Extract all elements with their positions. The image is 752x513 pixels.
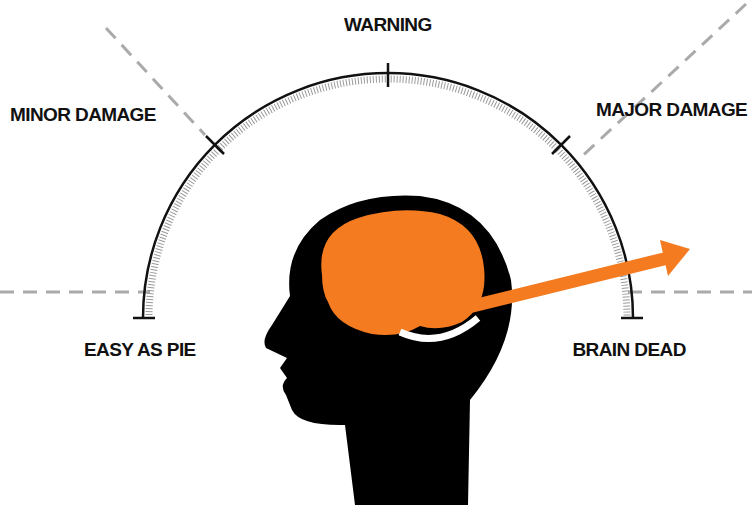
gauge-tick: [552, 136, 570, 154]
gauge-needle: [432, 258, 668, 316]
gauge-tick: [133, 317, 155, 320]
scale-label: WARNING: [344, 14, 432, 36]
scale-label: MINOR DAMAGE: [10, 104, 156, 126]
gauge-tick: [621, 317, 643, 320]
needle-head: [660, 240, 690, 276]
guide-line: [0, 291, 150, 294]
gauge-tick: [387, 63, 390, 87]
scale-label: MAJOR DAMAGE: [596, 99, 747, 121]
brain-shape: [321, 210, 484, 335]
head-silhouette: [264, 196, 512, 506]
scale-label: BRAIN DEAD: [573, 339, 686, 361]
brain-outline: [400, 318, 478, 338]
guide-line: [578, 4, 746, 160]
guide-line: [628, 291, 752, 294]
gauge-tick: [206, 136, 224, 154]
scale-label: EASY AS PIE: [84, 339, 196, 361]
